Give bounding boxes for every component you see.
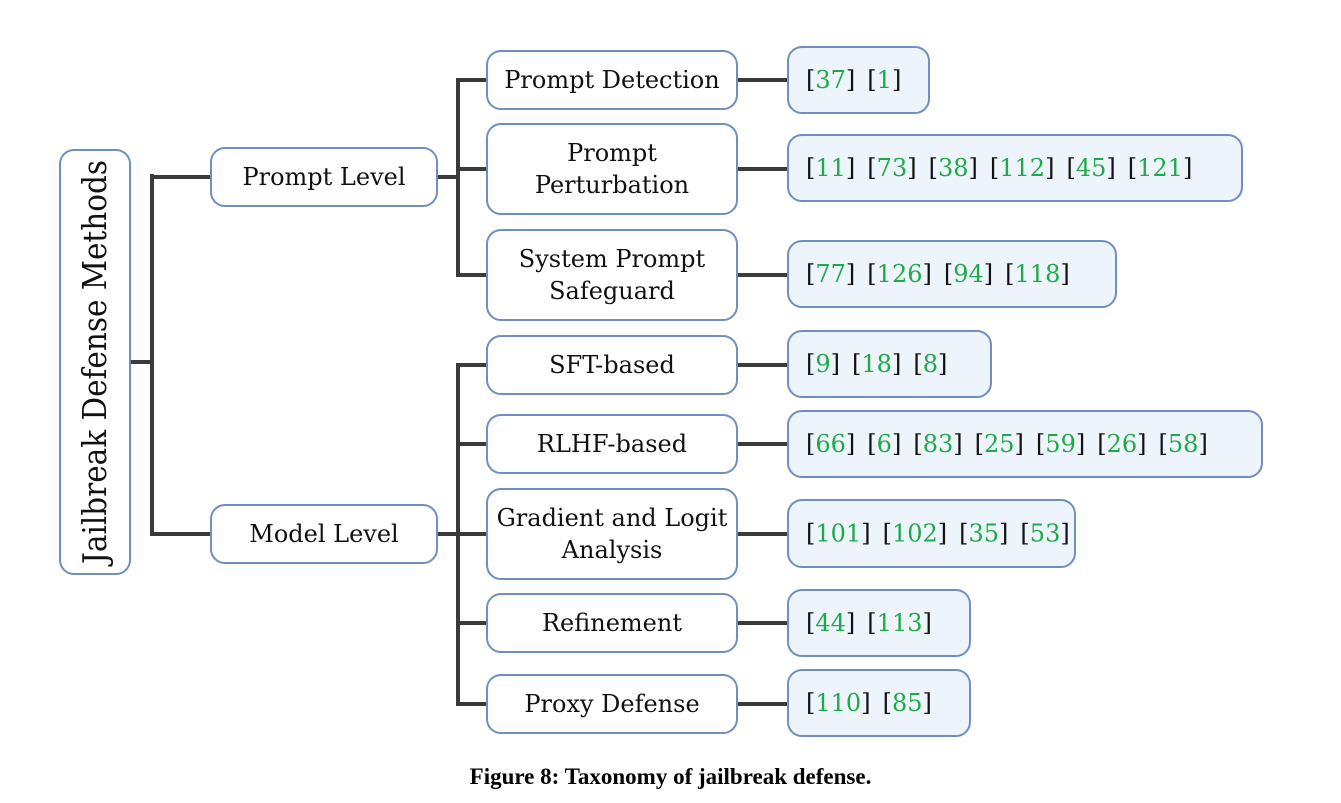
citation-number[interactable]: 25 xyxy=(984,430,1015,458)
figure-caption: Figure 8: Taxonomy of jailbreak defense. xyxy=(469,764,872,789)
method-label: System Prompt xyxy=(519,245,706,273)
reference-list: [110] [85] xyxy=(806,689,932,717)
citation-number[interactable]: 83 xyxy=(923,430,954,458)
reference-list: [101] [102] [35] [53] xyxy=(806,520,1070,548)
citation-number[interactable]: 101 xyxy=(815,520,861,548)
reference-list: [9] [18] [8] xyxy=(806,350,947,378)
citation-number[interactable]: 18 xyxy=(861,350,892,378)
group-node xyxy=(210,504,438,564)
citation-number[interactable]: 37 xyxy=(815,66,846,94)
citation-number[interactable]: 26 xyxy=(1107,430,1138,458)
citation-number[interactable]: 118 xyxy=(1015,260,1061,288)
method-node xyxy=(486,593,738,653)
method-label: Prompt Detection xyxy=(504,66,719,94)
citation-number[interactable]: 44 xyxy=(815,609,846,637)
method-node xyxy=(486,123,738,215)
citation-number[interactable]: 126 xyxy=(877,260,923,288)
citation-number[interactable]: 59 xyxy=(1045,430,1076,458)
method-label: Analysis xyxy=(561,536,663,564)
method-label: Perturbation xyxy=(535,171,689,199)
citation-number[interactable]: 73 xyxy=(877,154,908,182)
citation-number[interactable]: 6 xyxy=(877,430,892,458)
reference-box xyxy=(787,330,992,398)
method-label: Proxy Defense xyxy=(524,690,699,718)
reference-list: [11] [73] [38] [112] [45] [121] xyxy=(806,154,1192,182)
citation-number[interactable]: 35 xyxy=(969,520,1000,548)
citation-number[interactable]: 113 xyxy=(877,609,923,637)
method-label: SFT-based xyxy=(549,351,675,379)
method-node xyxy=(486,229,738,321)
citation-number[interactable]: 53 xyxy=(1030,520,1061,548)
citation-number[interactable]: 110 xyxy=(815,689,861,717)
reference-box xyxy=(787,499,1076,568)
citation-number[interactable]: 38 xyxy=(938,154,969,182)
citation-number[interactable]: 11 xyxy=(815,154,846,182)
method-label: Gradient and Logit xyxy=(497,504,728,532)
root-node xyxy=(59,149,131,575)
reference-list: [66] [6] [83] [25] [59] [26] [58] xyxy=(806,430,1208,458)
method-label: Safeguard xyxy=(549,277,675,305)
method-label: Refinement xyxy=(542,609,682,637)
citation-number[interactable]: 8 xyxy=(923,350,938,378)
reference-box xyxy=(787,669,971,737)
method-node xyxy=(486,674,738,734)
group-label: Prompt Level xyxy=(242,163,405,191)
root-label: Jailbreak Defense Methods xyxy=(75,160,114,567)
method-label: RLHF-based xyxy=(537,430,687,458)
citation-number[interactable]: 45 xyxy=(1076,154,1107,182)
reference-box xyxy=(787,46,930,114)
method-node xyxy=(486,50,738,110)
reference-box xyxy=(787,589,971,657)
group-label: Model Level xyxy=(249,520,398,548)
method-node xyxy=(486,414,738,474)
reference-box xyxy=(787,240,1117,308)
citation-number[interactable]: 1 xyxy=(877,66,892,94)
method-label: Prompt xyxy=(567,139,657,167)
citation-number[interactable]: 85 xyxy=(892,689,923,717)
citation-number[interactable]: 66 xyxy=(815,430,846,458)
citation-number[interactable]: 77 xyxy=(815,260,846,288)
method-node xyxy=(486,488,738,580)
citation-number[interactable]: 58 xyxy=(1168,430,1199,458)
group-node xyxy=(210,147,438,207)
citation-number[interactable]: 102 xyxy=(892,520,938,548)
citation-number[interactable]: 112 xyxy=(999,154,1045,182)
reference-list: [44] [113] xyxy=(806,609,932,637)
reference-box xyxy=(787,410,1263,478)
reference-box xyxy=(787,134,1243,202)
citation-number[interactable]: 94 xyxy=(953,260,984,288)
citation-number[interactable]: 121 xyxy=(1137,154,1183,182)
reference-list: [77] [126] [94] [118] xyxy=(806,260,1070,288)
method-node xyxy=(486,335,738,395)
citation-number[interactable]: 9 xyxy=(815,350,830,378)
reference-list: [37] [1] xyxy=(806,66,901,94)
